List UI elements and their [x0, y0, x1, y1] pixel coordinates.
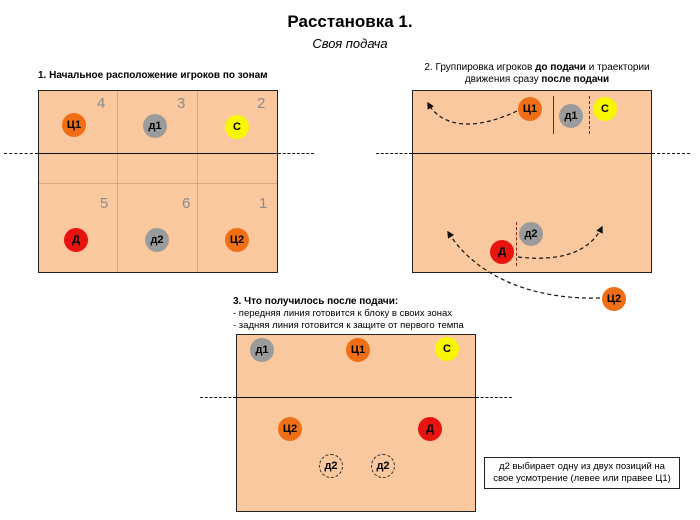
note-line-2: свое усмотрение (левее или правее Ц1) — [493, 473, 671, 484]
player-c1: Ц1 — [346, 338, 370, 362]
net-line — [38, 153, 278, 154]
zone-divider — [117, 91, 118, 272]
page-title: Расстановка 1. — [287, 12, 413, 31]
trajectory-c1-arrow — [427, 101, 518, 125]
player-d1: д1 — [250, 338, 274, 362]
zone-divider — [197, 91, 198, 272]
player-c2: Ц2 — [602, 287, 626, 311]
page-subtitle: Своя подача — [312, 36, 388, 51]
caption-bold: после подачи — [541, 74, 610, 85]
diagram1-caption: 1. Начальное расположение игроков по зон… — [38, 70, 268, 81]
player-d1: д1 — [559, 104, 583, 128]
caption-text: и траектории — [585, 62, 650, 73]
zone-number-2: 2 — [257, 95, 266, 112]
trajectory-c2-arrow — [447, 230, 601, 299]
note-line-1: д2 выбирает одну из двух позиций на — [499, 461, 665, 472]
caption-bold: до подачи — [535, 62, 586, 73]
net-dashed-left — [4, 153, 38, 154]
zone-number-3: 3 — [177, 95, 186, 112]
player-c2: Ц2 — [278, 417, 302, 441]
player-d: Д — [64, 228, 88, 252]
net-dashed-left — [376, 153, 412, 154]
player-d: Д — [418, 417, 442, 441]
player-c1: Ц1 — [518, 97, 542, 121]
zone-number-6: 6 — [182, 195, 191, 212]
net-dashed-left — [200, 397, 236, 398]
zone-number-4: 4 — [97, 95, 106, 112]
net-line — [412, 153, 652, 154]
net-dashed-right — [652, 153, 690, 154]
caption-text: 2. Группировка игроков — [424, 62, 536, 73]
diagram3-bullet-2: - задняя линия готовится к защите от пер… — [233, 320, 464, 331]
net-line — [236, 397, 476, 398]
diagram2-caption: 2. Группировка игроков до подачи и траек… — [412, 62, 662, 86]
player-d2-option-left: д2 — [319, 454, 343, 478]
player-d2: д2 — [145, 228, 169, 252]
trajectory-d2-arrow — [517, 225, 603, 259]
player-s: С — [435, 337, 459, 361]
player-d: Д — [490, 240, 514, 264]
diagram3-caption: 3. Что получилось после подачи: — [233, 296, 399, 307]
position-marker-line — [553, 96, 554, 134]
position-marker-line — [589, 96, 590, 134]
zone-divider — [39, 183, 277, 184]
player-d1: д1 — [143, 114, 167, 138]
net-dashed-right — [278, 153, 314, 154]
caption-text: движения сразу — [464, 74, 542, 85]
player-s: С — [593, 97, 617, 121]
position-marker-line — [516, 222, 517, 266]
zone-number-5: 5 — [100, 195, 109, 212]
net-dashed-right — [476, 397, 512, 398]
player-c1: Ц1 — [62, 113, 86, 137]
diagram3-bullet-1: - передняя линия готовится к блоку в сво… — [233, 308, 453, 319]
player-s: С — [225, 115, 249, 139]
player-c2: Ц2 — [225, 228, 249, 252]
d2-note-box: д2 выбирает одну из двух позиций на свое… — [484, 457, 680, 489]
player-d2-option-right: д2 — [371, 454, 395, 478]
player-d2: д2 — [519, 222, 543, 246]
zone-number-1: 1 — [259, 195, 268, 212]
